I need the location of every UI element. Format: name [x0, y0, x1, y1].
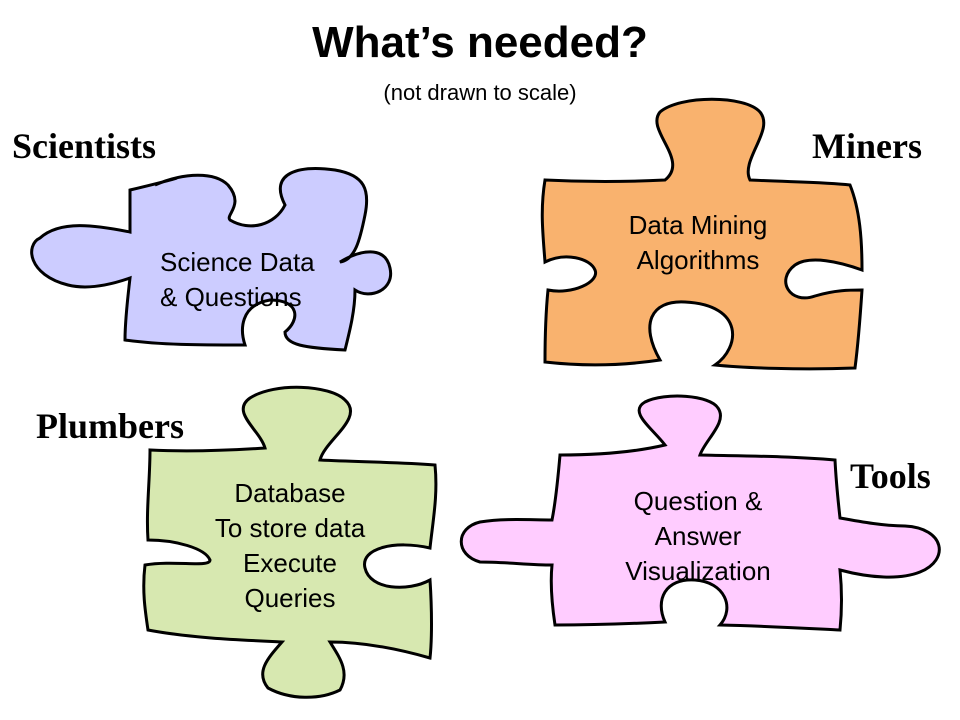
science-text-line: & Questions	[160, 282, 302, 312]
qa-text-line: Visualization	[625, 556, 771, 586]
qa-text-line: Question &	[633, 486, 763, 516]
science-text-line: Science Data	[160, 247, 315, 277]
mining-text-line: Algorithms	[636, 245, 760, 275]
science-puzzle-piece	[30, 167, 393, 352]
mining-piece-text: Data Mining Algorithms	[578, 208, 818, 278]
database-text-line: Execute	[243, 548, 337, 578]
database-piece-text: Database To store data Execute Queries	[170, 476, 410, 616]
page-subtitle: (not drawn to scale)	[383, 80, 577, 105]
tools-label: Tools	[850, 456, 931, 496]
science-piece-text: Science Data & Questions	[160, 245, 315, 315]
page-title: What’s needed?	[312, 18, 648, 67]
database-text-line: Queries	[244, 583, 336, 613]
database-text-line: To store data	[214, 513, 366, 543]
database-text-line: Database	[234, 478, 346, 508]
scientists-label: Scientists	[12, 126, 156, 166]
qa-puzzle-piece	[459, 394, 941, 632]
database-puzzle-piece	[142, 385, 438, 699]
qa-piece-text: Question & Answer Visualization	[568, 484, 828, 589]
mining-puzzle-piece	[540, 97, 864, 371]
plumbers-label: Plumbers	[36, 406, 184, 446]
miners-label: Miners	[812, 126, 922, 166]
qa-text-line: Answer	[654, 521, 742, 551]
mining-text-line: Data Mining	[628, 210, 768, 240]
